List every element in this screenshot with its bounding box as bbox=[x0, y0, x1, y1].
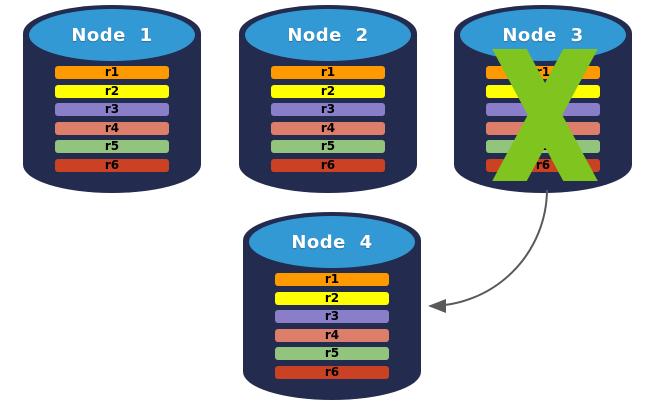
node-1-rows: r1 r2 r3 r4 r5 r6 bbox=[55, 66, 169, 172]
node-4-rows: r1 r2 r3 r4 r5 r6 bbox=[275, 273, 389, 379]
row-r5: r5 bbox=[55, 140, 169, 153]
node-1-cylinder-top: Node 1 bbox=[29, 9, 195, 61]
node-3: Node 3 r1 r2 r3 r4 r5 r6 bbox=[454, 5, 632, 193]
row-r6: r6 bbox=[271, 158, 385, 172]
row-r4: r4 bbox=[55, 121, 169, 135]
row-r4: r4 bbox=[275, 328, 389, 342]
failure-x-icon bbox=[492, 49, 598, 181]
node-2: Node 2 r1 r2 r3 r4 r5 r6 bbox=[239, 5, 417, 193]
row-r6: r6 bbox=[55, 158, 169, 172]
node-2-rows: r1 r2 r3 r4 r5 r6 bbox=[271, 66, 385, 172]
row-r5: r5 bbox=[271, 140, 385, 153]
row-r2: r2 bbox=[55, 84, 169, 98]
node-4-cylinder-top: Node 4 bbox=[249, 216, 415, 268]
node-4: Node 4 r1 r2 r3 r4 r5 r6 bbox=[243, 212, 421, 400]
row-r3: r3 bbox=[55, 103, 169, 116]
node-3-title: Node 3 bbox=[502, 24, 584, 46]
row-r5: r5 bbox=[275, 347, 389, 360]
node-3-cylinder-top: Node 3 bbox=[460, 9, 626, 61]
node-4-title: Node 4 bbox=[291, 231, 373, 253]
row-r2: r2 bbox=[271, 84, 385, 98]
node-1: Node 1 r1 r2 r3 r4 r5 r6 bbox=[23, 5, 201, 193]
failover-arrow-path bbox=[428, 189, 548, 313]
node-2-title: Node 2 bbox=[287, 24, 369, 46]
row-r1: r1 bbox=[275, 273, 389, 286]
row-r6: r6 bbox=[275, 365, 389, 379]
node-2-cylinder-top: Node 2 bbox=[245, 9, 411, 61]
node-1-title: Node 1 bbox=[71, 24, 153, 46]
row-r1: r1 bbox=[55, 66, 169, 79]
row-r4: r4 bbox=[271, 121, 385, 135]
row-r3: r3 bbox=[275, 310, 389, 323]
row-r1: r1 bbox=[271, 66, 385, 79]
row-r2: r2 bbox=[275, 291, 389, 305]
row-r3: r3 bbox=[271, 103, 385, 116]
